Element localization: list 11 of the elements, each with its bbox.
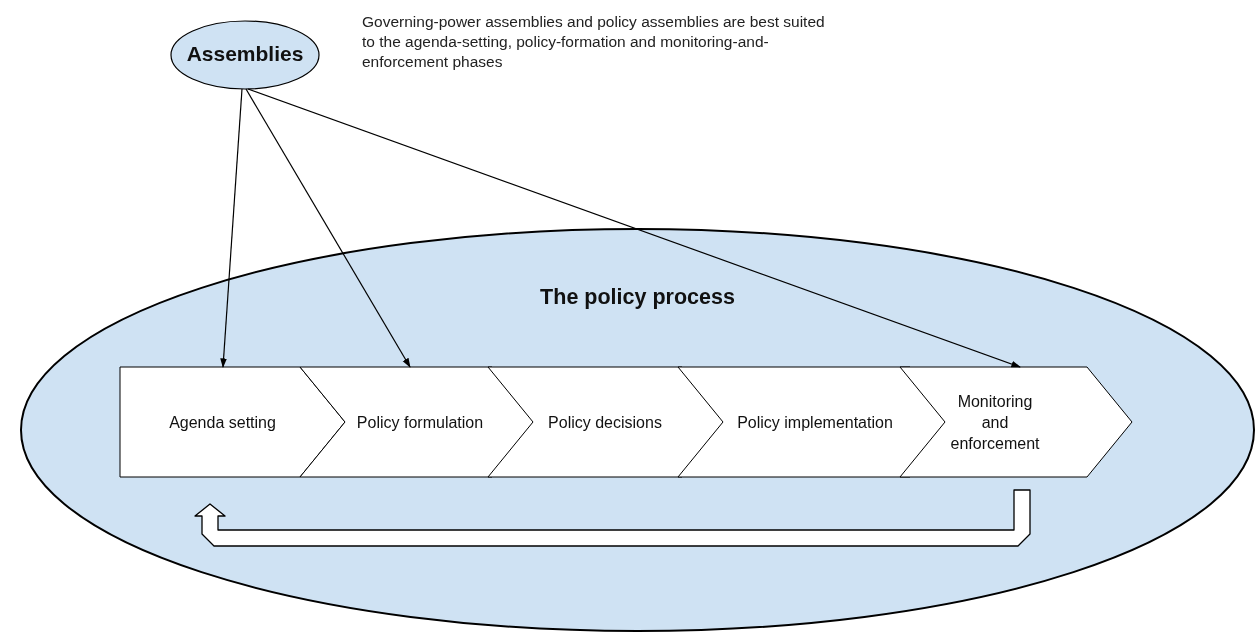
step-label: Policy formulation [355,412,485,433]
node-title: Assemblies [185,42,305,66]
step-label: Policy decisions [547,412,663,433]
arrow [220,88,243,368]
note-text: Governing-power assemblies and policy assemblies are best suited to the agenda-setting, policy-formation and monitoring-and-enforcement phases [362,12,826,72]
arrow [245,88,411,368]
node-title: The policy process [539,285,736,310]
feedback-arrow [194,489,1031,547]
arrow [247,88,1021,368]
step-label: Policy implementation [736,412,894,433]
step-label: Monitoring and enforcement [949,391,1041,454]
